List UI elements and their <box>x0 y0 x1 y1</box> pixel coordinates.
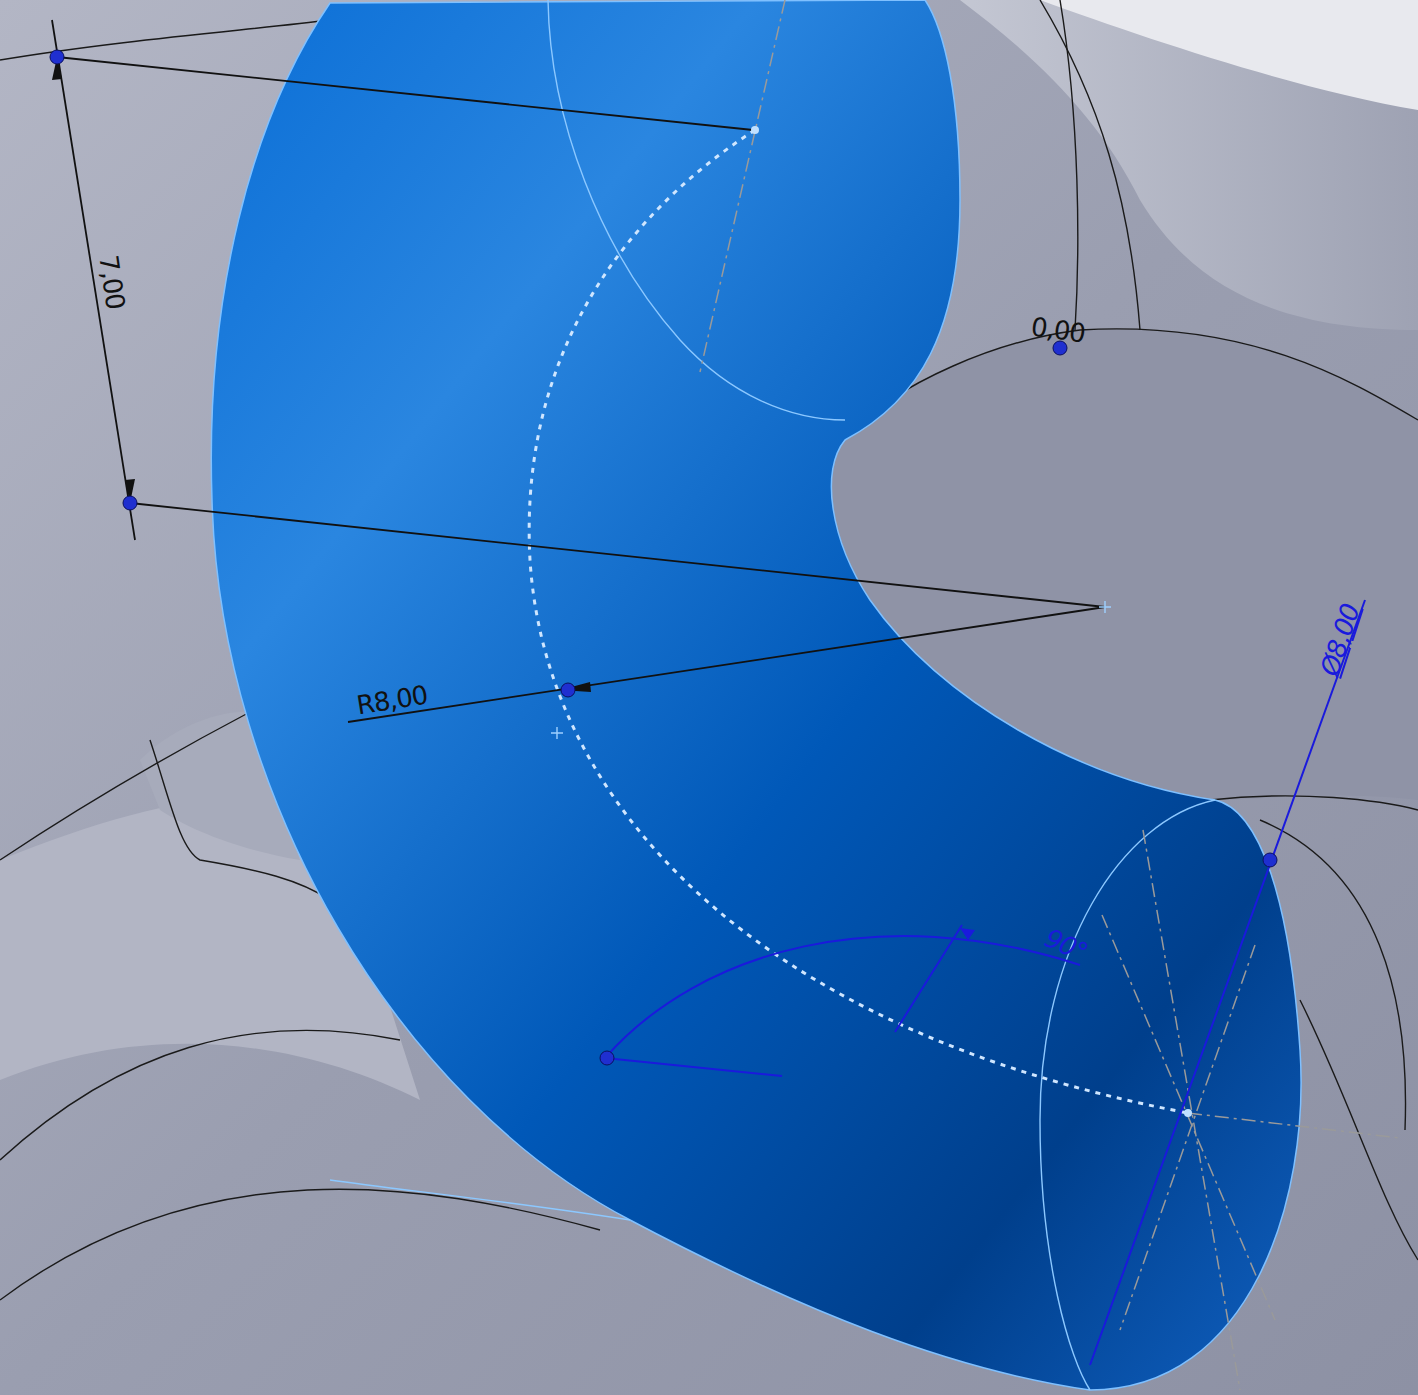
sketch-points <box>50 50 1277 1065</box>
dimension-lines <box>52 20 1105 722</box>
dimension-arrows <box>52 57 591 692</box>
centerlines <box>700 0 1400 1390</box>
origin-marks <box>551 601 1111 739</box>
profile-edges <box>330 0 1215 1390</box>
torus-surface <box>960 0 1418 330</box>
blue-dimensions <box>605 600 1365 1365</box>
dimension-value: 0,00 <box>1030 313 1087 346</box>
angle-arrow <box>960 928 975 940</box>
swept-tube <box>211 0 1301 1390</box>
sweep-path <box>529 130 1188 1113</box>
dimension-value: 7,00 <box>95 254 128 311</box>
center-points <box>751 126 1192 1117</box>
